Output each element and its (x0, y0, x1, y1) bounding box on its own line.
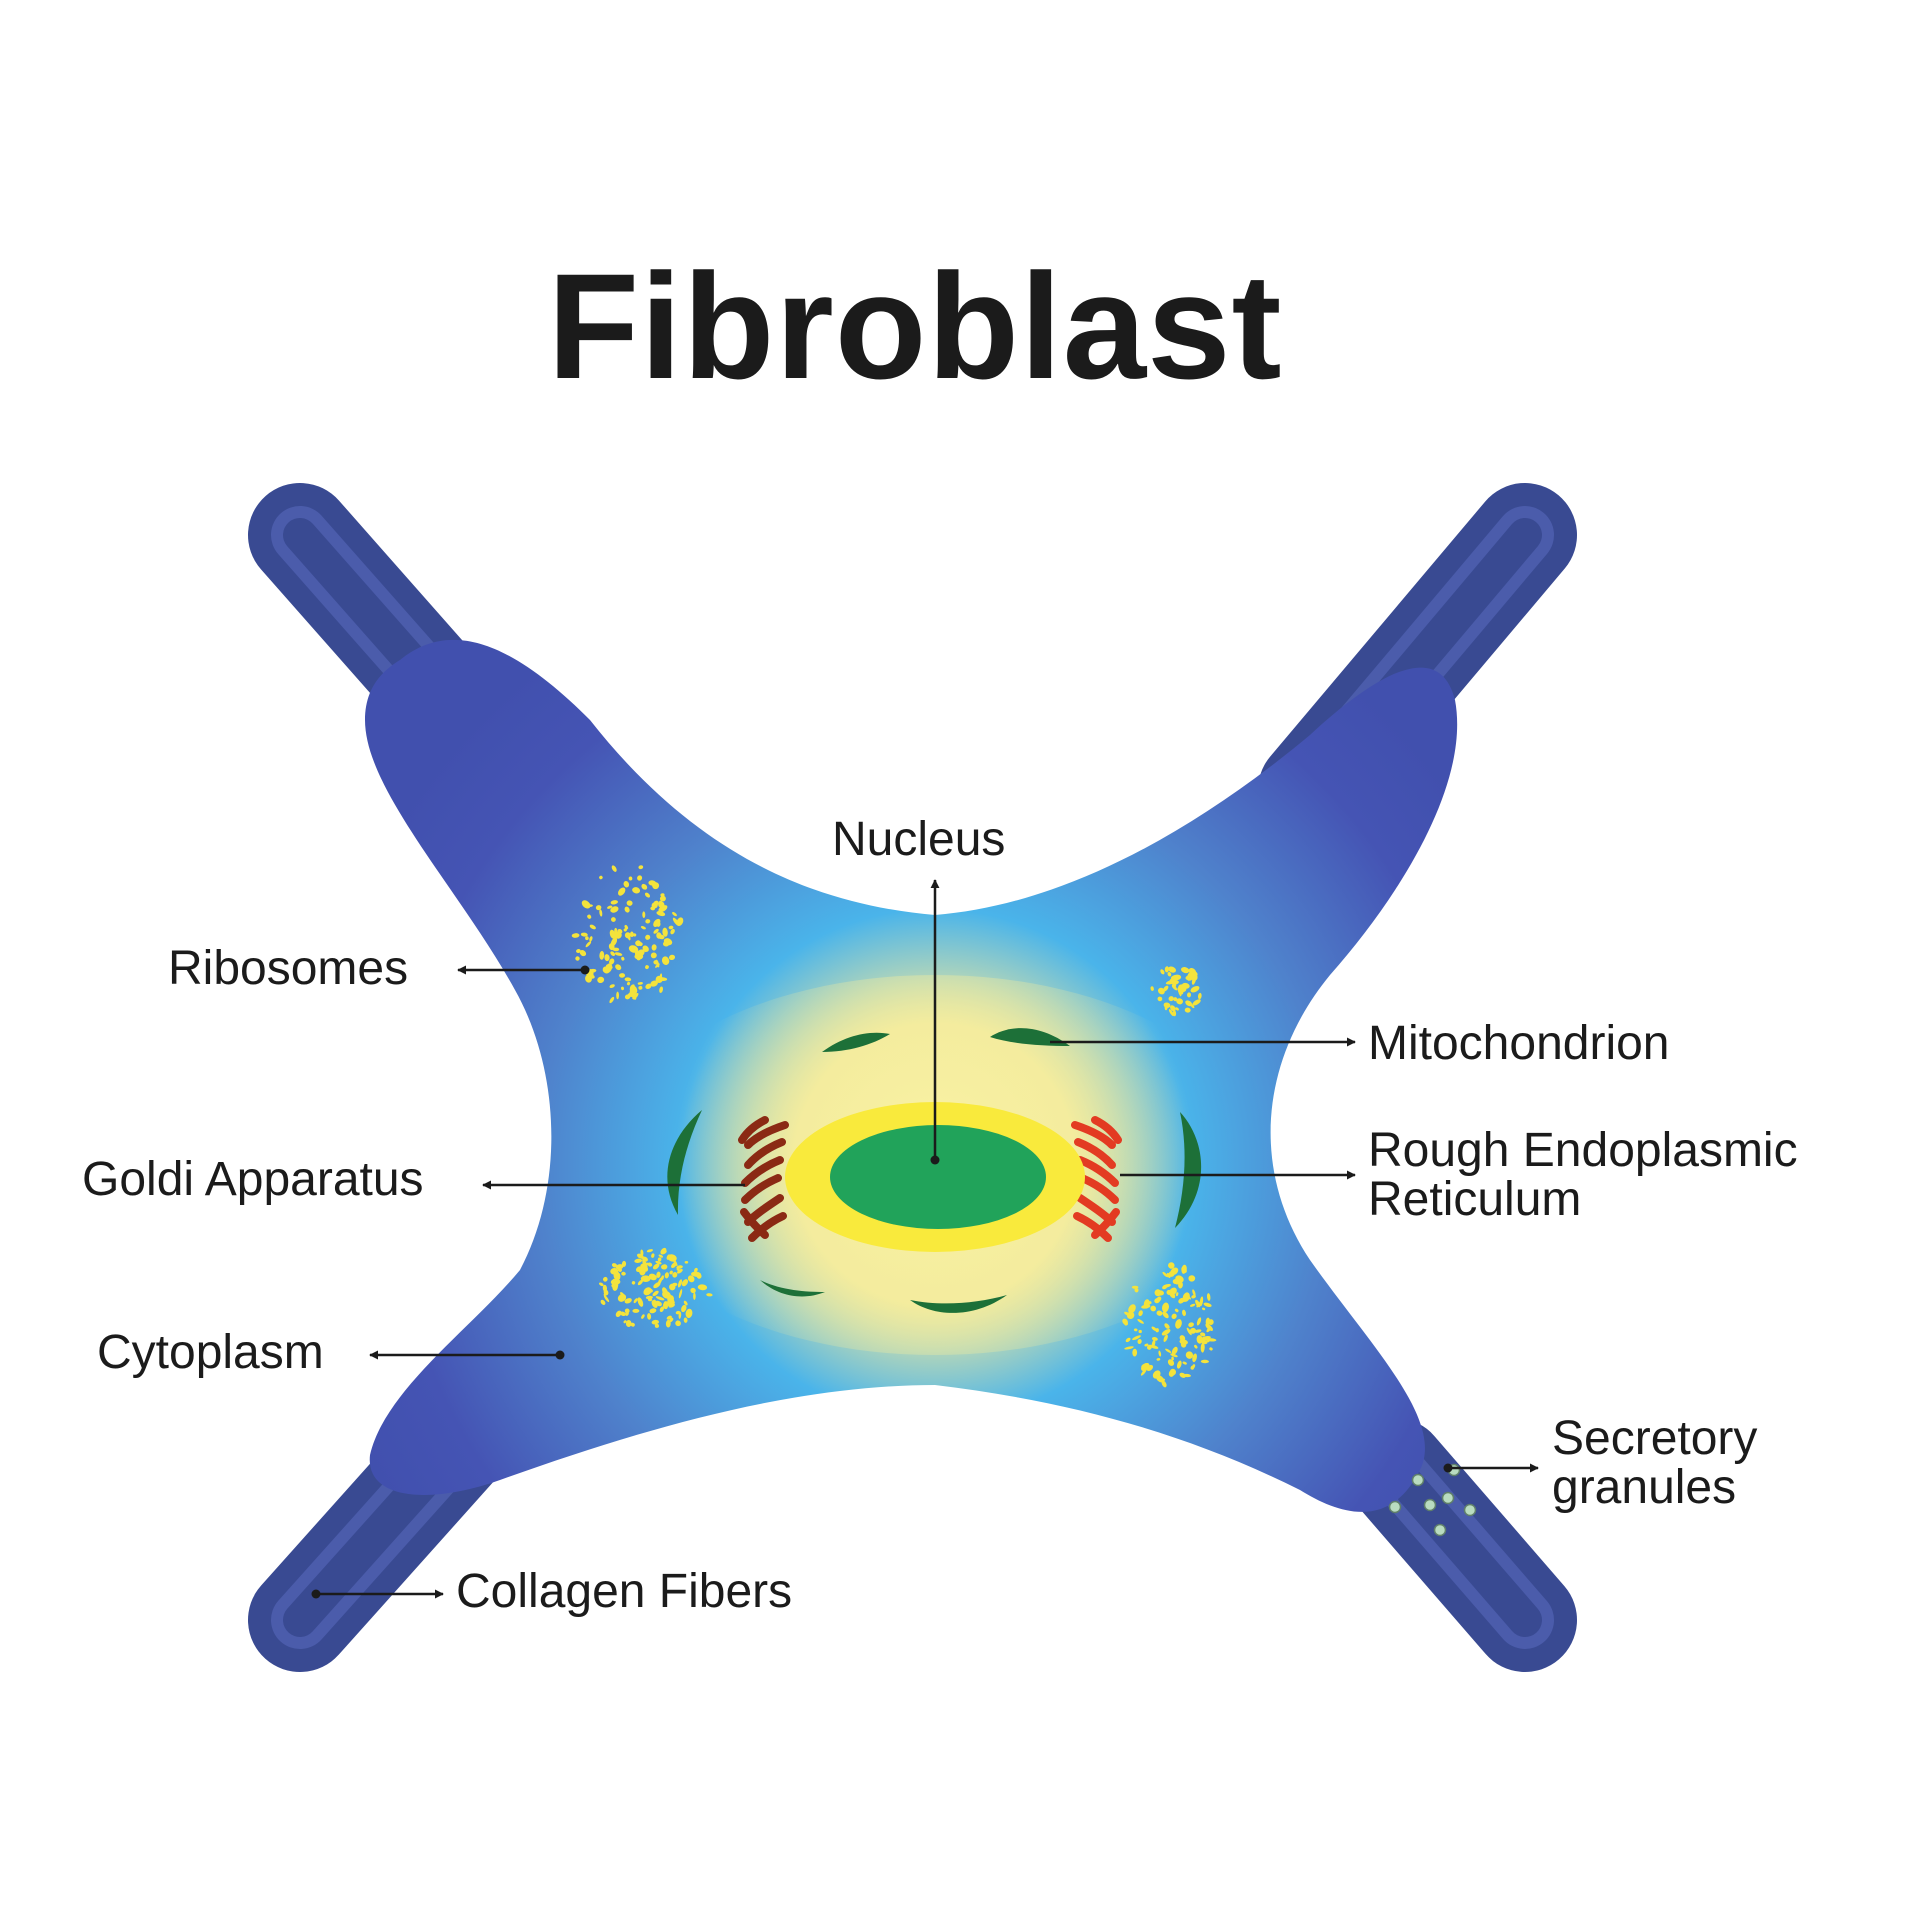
label-ribosomes: Ribosomes (168, 945, 408, 993)
label-collagen-fibers: Collagen Fibers (456, 1568, 792, 1616)
label-mitochondrion: Mitochondrion (1368, 1020, 1670, 1068)
nucleus (830, 1125, 1046, 1229)
ribosome-speck (1155, 1328, 1158, 1332)
ribosome-speck (626, 1320, 632, 1327)
collagen-fiber-bottom-right (1395, 1470, 1525, 1620)
ribosome-speck (641, 1275, 651, 1282)
ribosome-speck (1138, 1330, 1141, 1333)
label-nucleus: Nucleus (832, 816, 1005, 864)
ribosome-speck (616, 992, 619, 1000)
label-rough-er-line1: Rough Endoplasmic (1368, 1127, 1798, 1175)
label-cytoplasm: Cytoplasm (97, 1329, 324, 1377)
diagram-title: Fibroblast (0, 240, 1830, 413)
label-secretory-line2: granules (1552, 1464, 1736, 1512)
label-secretory-line1: Secretory (1552, 1415, 1757, 1463)
label-rough-er-line2: Reticulum (1368, 1176, 1581, 1224)
ribosome-speck (693, 1293, 696, 1300)
label-golgi-apparatus: Goldi Apparatus (82, 1156, 424, 1204)
